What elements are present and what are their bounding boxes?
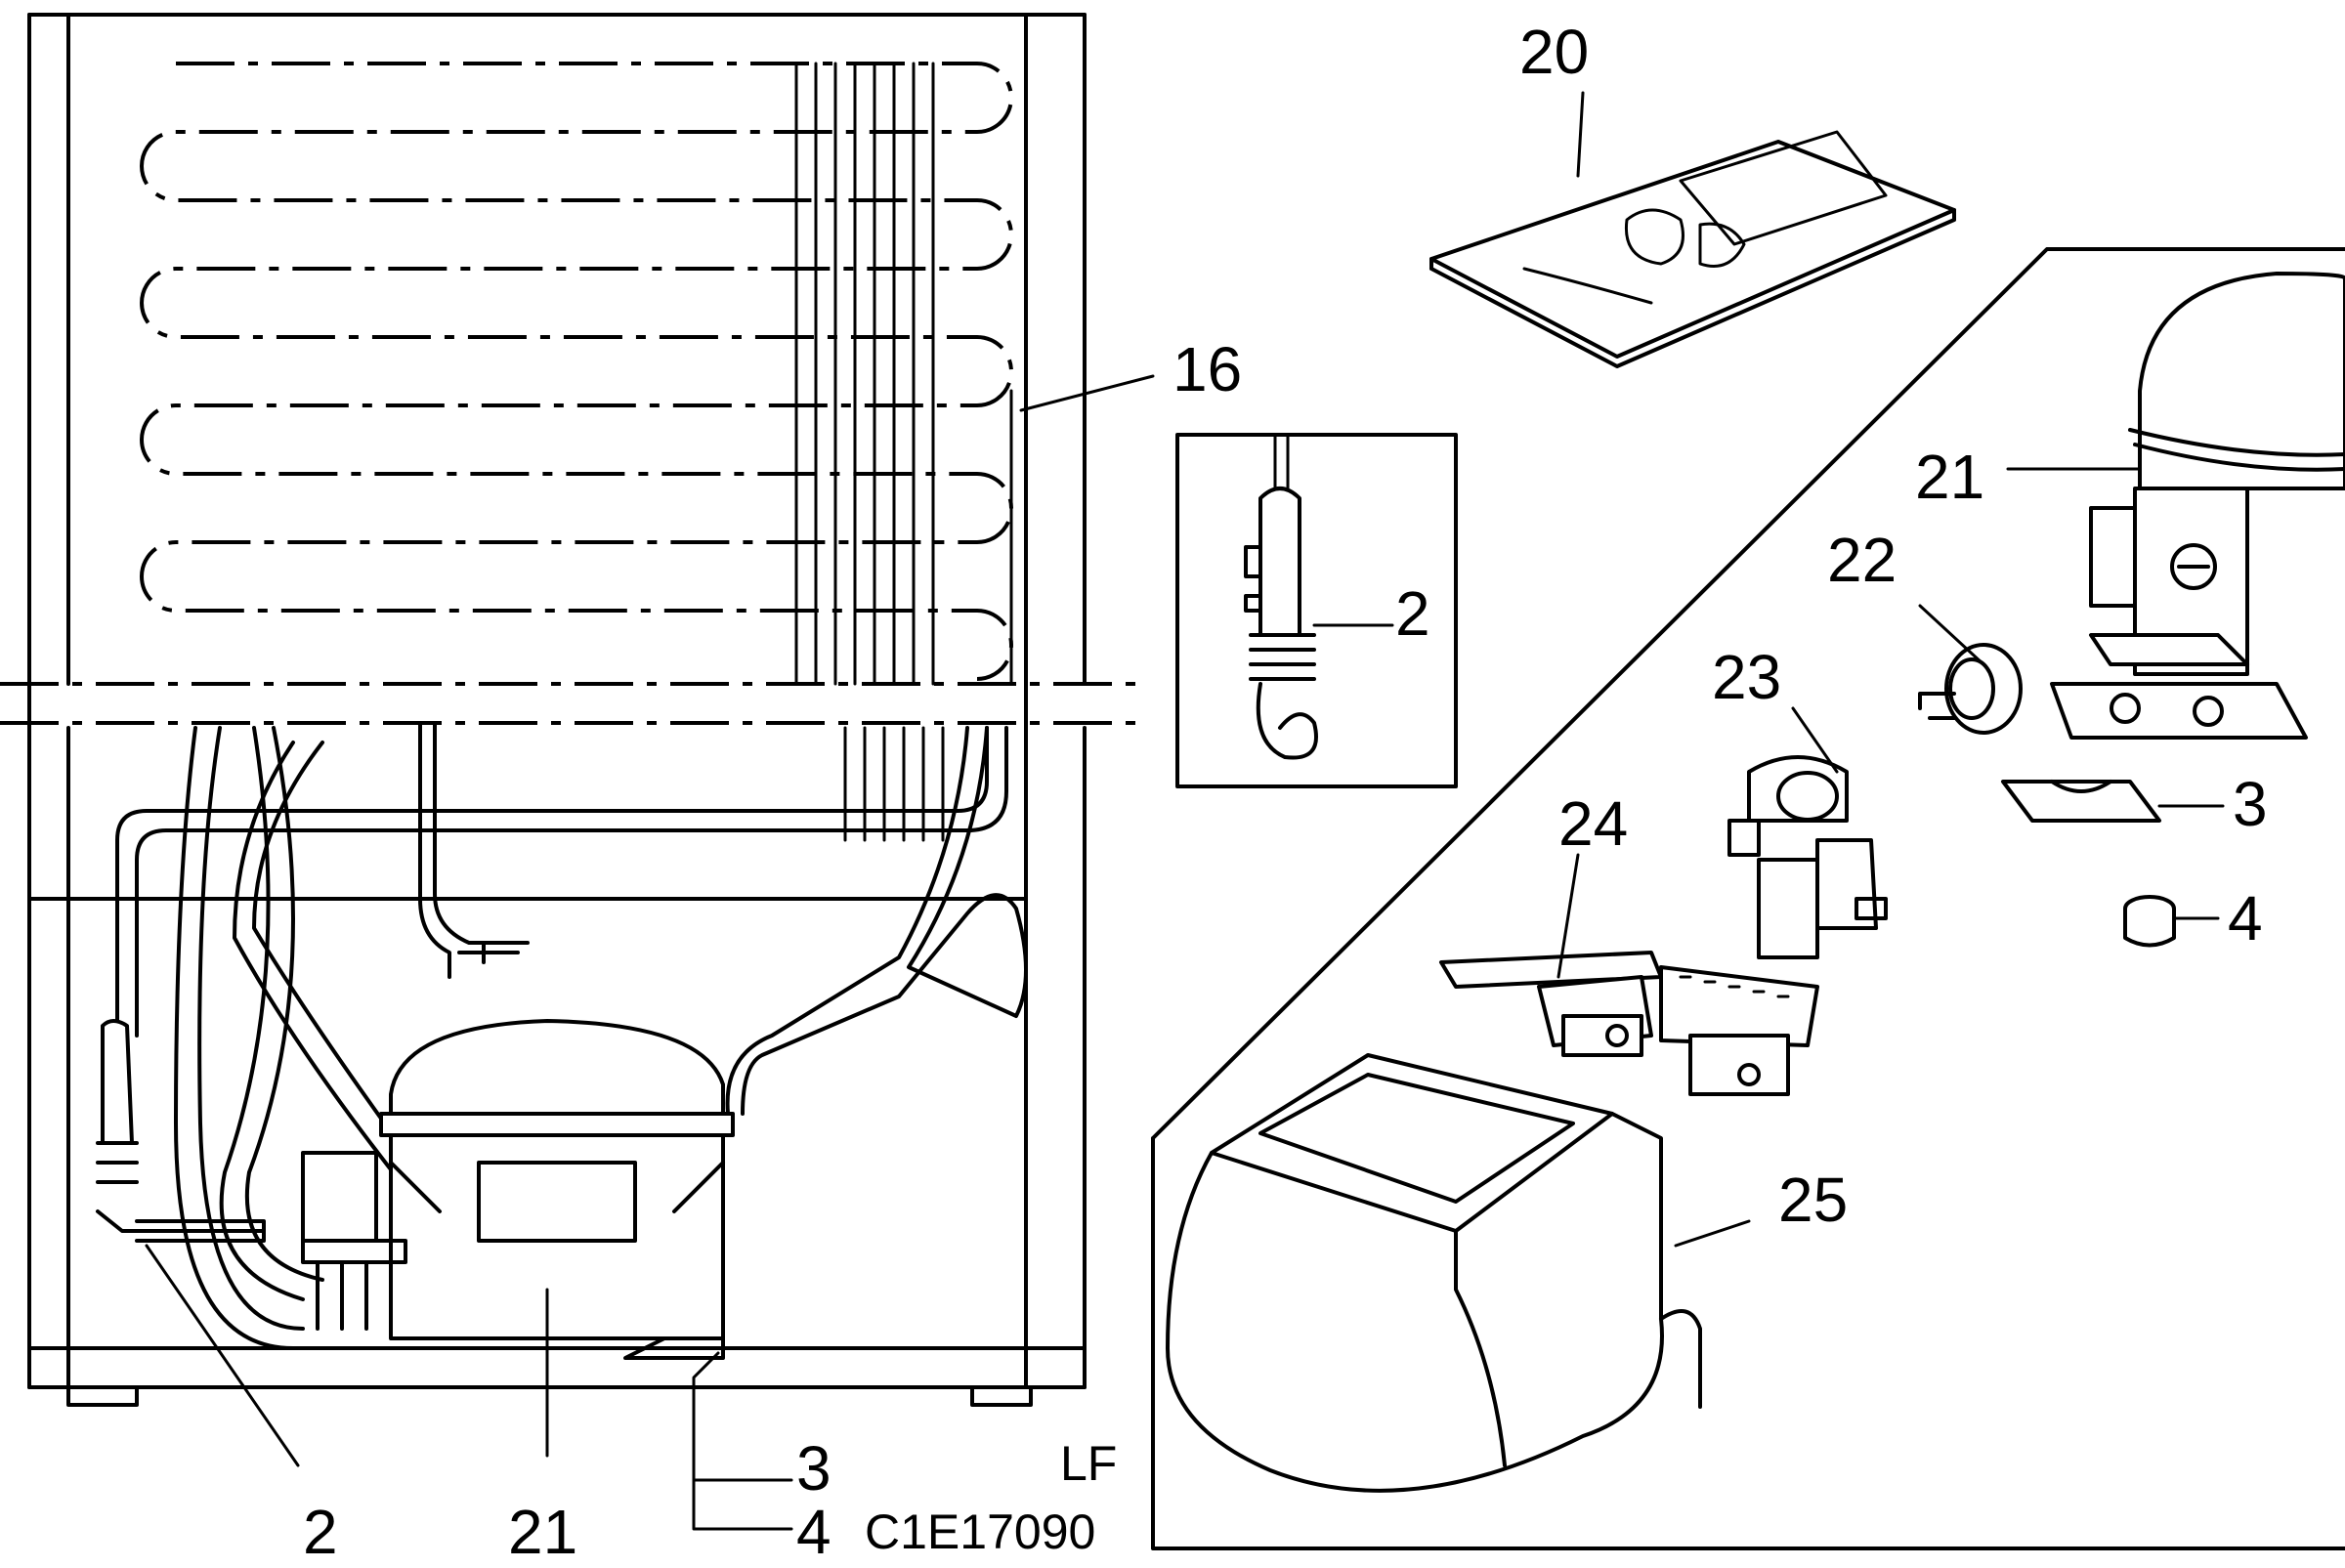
grommet <box>2123 895 2176 948</box>
relay-cover <box>1166 1053 1702 1493</box>
compressor-kit <box>2050 272 2345 740</box>
callout-4-kit: 4 <box>2228 883 2263 954</box>
leader-22 <box>1918 604 1985 666</box>
lower-tubing <box>115 721 1028 1350</box>
compressor-main <box>301 1019 735 1360</box>
detail-inset-sensor <box>1175 433 1458 788</box>
callout-16: 16 <box>1172 334 1242 404</box>
appliance-rear-view <box>0 13 1155 1531</box>
relay-unit <box>1727 755 1888 959</box>
pipe-bundle <box>794 62 1013 842</box>
leader-16 <box>1019 374 1155 412</box>
callout-2: 2 <box>303 1497 338 1567</box>
leader-2 <box>145 1244 300 1467</box>
ptc-starter <box>1918 643 2023 735</box>
leader-3-4 <box>692 1351 793 1531</box>
callout-25: 25 <box>1778 1165 1848 1235</box>
sensor-left <box>96 1019 266 1243</box>
callout-22: 22 <box>1827 525 1897 595</box>
callout-20: 20 <box>1519 17 1589 87</box>
callout-21-kit: 21 <box>1915 442 1984 512</box>
callout-3: 3 <box>796 1433 831 1504</box>
leader-24 <box>1556 853 1580 979</box>
lf-code: LF <box>1060 1436 1117 1491</box>
callout-4: 4 <box>796 1497 831 1567</box>
connector-set <box>1439 951 1819 1096</box>
leader-25 <box>1674 1219 1751 1248</box>
callout-3-kit: 3 <box>2233 769 2268 839</box>
callout-21: 21 <box>508 1497 577 1567</box>
mounting-plate <box>2001 780 2161 823</box>
callout-2-detail: 2 <box>1395 578 1430 649</box>
kit-frame <box>1151 247 2345 1550</box>
condenser-coil <box>140 62 1013 681</box>
leader-23 <box>1791 706 1839 774</box>
callout-23: 23 <box>1712 642 1781 712</box>
callout-24: 24 <box>1558 788 1628 859</box>
manual-booklet <box>1429 130 1956 368</box>
drawing-number: C1E17090 <box>865 1504 1095 1559</box>
leader-20 <box>1576 91 1585 178</box>
